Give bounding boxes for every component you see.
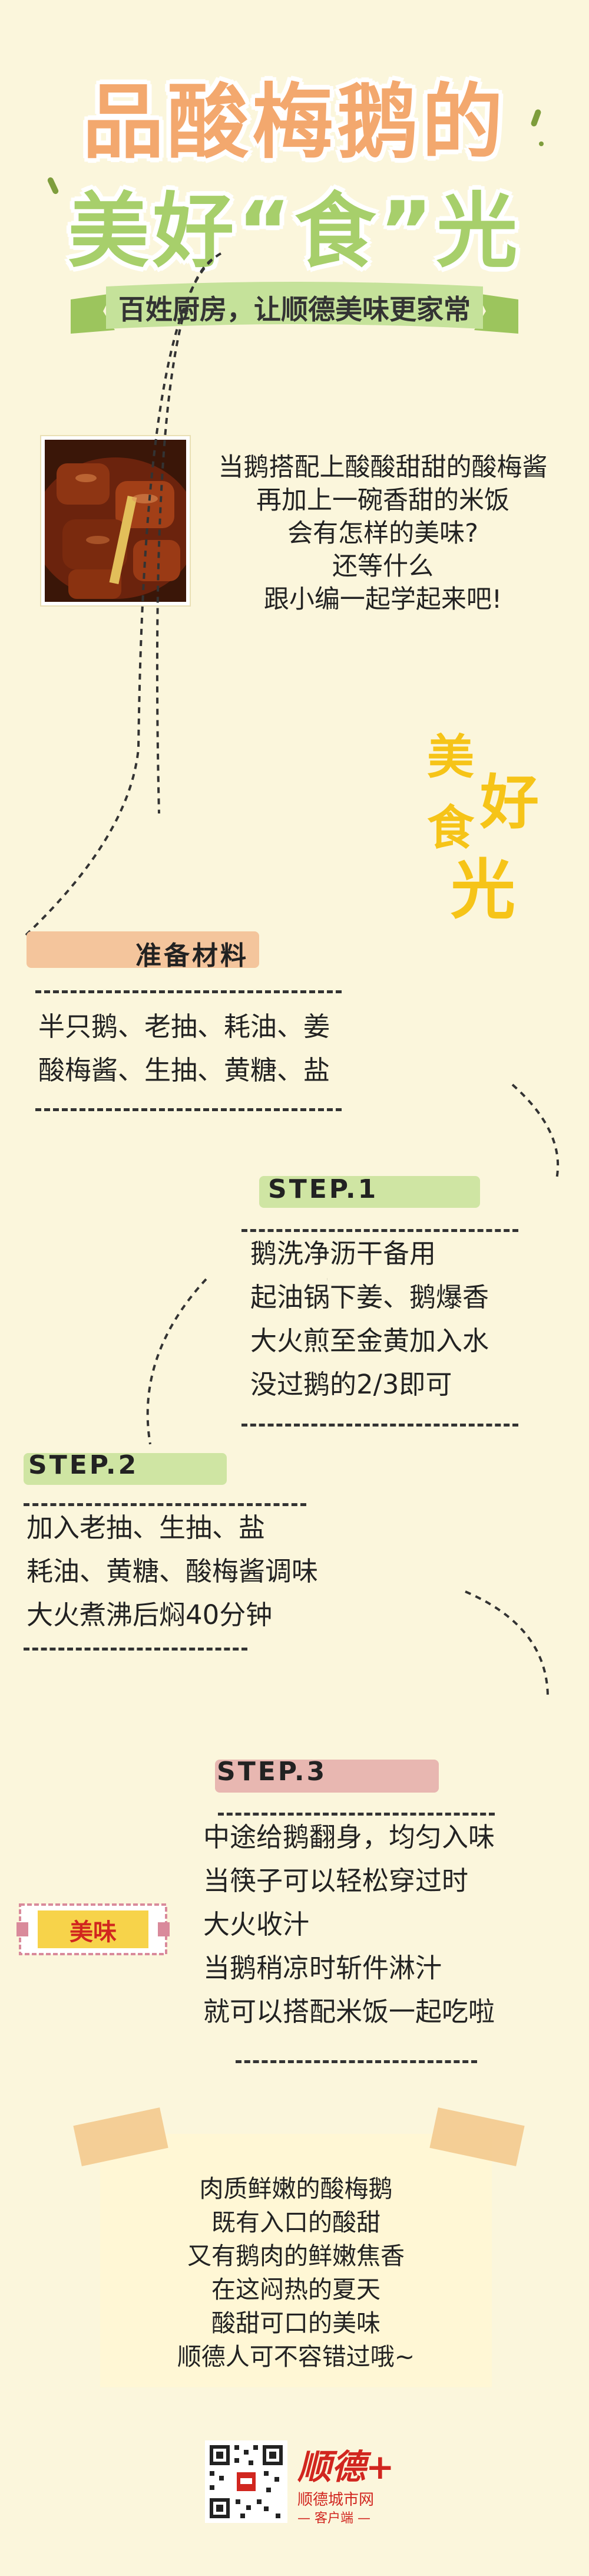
intro-text: 当鹅搭配上酸酸甜甜的酸梅酱 再加上一碗香甜的米饭 会有怎样的美味? 还等什么 跟… (200, 451, 565, 616)
decor-char-mei: 美 (427, 729, 474, 785)
ingredients-heading: 准备材料 (135, 941, 249, 971)
divider (24, 1503, 306, 1506)
step3-line: 大火收汁 (203, 1909, 310, 1940)
brand-client: — 客户端 — (297, 2511, 370, 2526)
decor-char-hao: 好 (480, 767, 539, 837)
divider (241, 1424, 518, 1427)
slogan-ribbon (71, 282, 518, 334)
step3-line: 当筷子可以轻松穿过时 (203, 1865, 469, 1896)
brand-subtitle: 顺德城市网 (297, 2491, 375, 2509)
decor-char-shi: 食 (427, 800, 474, 855)
summary-line: 肉质鲜嫩的酸梅鹅 (199, 2175, 393, 2203)
decor-char-guang: 光 (451, 852, 515, 928)
step3-heading: STEP.3 (217, 1757, 327, 1787)
divider (24, 1648, 247, 1651)
step1-line: 起油锅下姜、鹅爆香 (250, 1282, 489, 1313)
intro-line: 还等什么 (332, 552, 434, 581)
summary-box (100, 2134, 492, 2387)
divider (35, 1108, 342, 1111)
step1-heading-bg (259, 1176, 480, 1208)
summary-line: 在这闷热的夏天 (211, 2275, 380, 2304)
ingredient-line: 酸梅酱、生抽、黄糖、盐 (38, 1055, 330, 1086)
summary-text: 肉质鲜嫩的酸梅鹅 既有入口的酸甜 又有鹅肉的鲜嫩焦香 在这闷热的夏天 酸甜可口的… (100, 2172, 492, 2374)
brand-logo: 顺德+ (297, 2447, 395, 2487)
title-line-1: 品酸梅鹅的 (82, 75, 507, 170)
step3-heading-bg (215, 1760, 439, 1793)
goose-dish-photo (41, 436, 190, 605)
step1-line: 没过鹅的2/3即可 (250, 1369, 452, 1400)
tick-dot (539, 141, 544, 146)
divider (218, 1813, 495, 1816)
step2-text: 加入老抽、生抽、盐 耗油、黄糖、酸梅酱调味 大火煮沸后焖40分钟 (27, 1506, 318, 1637)
step2-heading-bg (24, 1453, 227, 1485)
meiwei-tag-frame (16, 1903, 170, 1955)
summary-line: 既有入口的酸甜 (211, 2208, 380, 2236)
ingredient-line: 半只鹅、老抽、耗油、姜 (38, 1011, 330, 1042)
qr-code (205, 2440, 287, 2523)
step1-text: 鹅洗净沥干备用 起油锅下姜、鹅爆香 大火煎至金黄加入水 没过鹅的2/3即可 (250, 1232, 489, 1406)
step1-heading: STEP.1 (268, 1174, 379, 1204)
intro-line: 跟小编一起学起来吧! (263, 585, 502, 614)
divider (241, 1229, 518, 1232)
step1-line: 鹅洗净沥干备用 (250, 1238, 436, 1269)
title-line-2: 美好“食”光 (68, 184, 521, 279)
step3-line: 就可以搭配米饭一起吃啦 (203, 1996, 495, 2027)
step2-heading: STEP.2 (28, 1450, 139, 1480)
intro-line: 当鹅搭配上酸酸甜甜的酸梅酱 (218, 453, 548, 482)
summary-line: 酸甜可口的美味 (211, 2309, 380, 2337)
slogan-text: 百姓厨房，让顺德美味更家常 (118, 294, 471, 325)
intro-line: 会有怎样的美味? (287, 519, 478, 548)
step3-line: 当鹅稍凉时斩件淋汁 (203, 1952, 442, 1984)
step1-line: 大火煎至金黄加入水 (250, 1325, 489, 1356)
intro-line: 再加上一碗香甜的米饭 (256, 486, 509, 515)
step2-line: 加入老抽、生抽、盐 (27, 1512, 266, 1543)
step3-text: 中途给鹅翻身，均匀入味 当筷子可以轻松穿过时 大火收汁 当鹅稍凉时斩件淋汁 就可… (203, 1816, 495, 2034)
step3-line: 中途给鹅翻身，均匀入味 (203, 1821, 495, 1853)
ingredients-list: 半只鹅、老抽、耗油、姜 酸梅酱、生抽、黄糖、盐 (38, 1005, 330, 1092)
meiwei-tag: 美味 (70, 1919, 117, 1946)
divider (35, 990, 342, 993)
ingredients-heading-bg (27, 931, 259, 968)
step2-line: 耗油、黄糖、酸梅酱调味 (27, 1556, 319, 1587)
divider (236, 2060, 477, 2063)
summary-line: 又有鹅肉的鲜嫩焦香 (187, 2242, 405, 2270)
summary-line: 顺德人可不容错过哦~ (177, 2343, 415, 2371)
step2-line: 大火煮沸后焖40分钟 (27, 1599, 273, 1630)
